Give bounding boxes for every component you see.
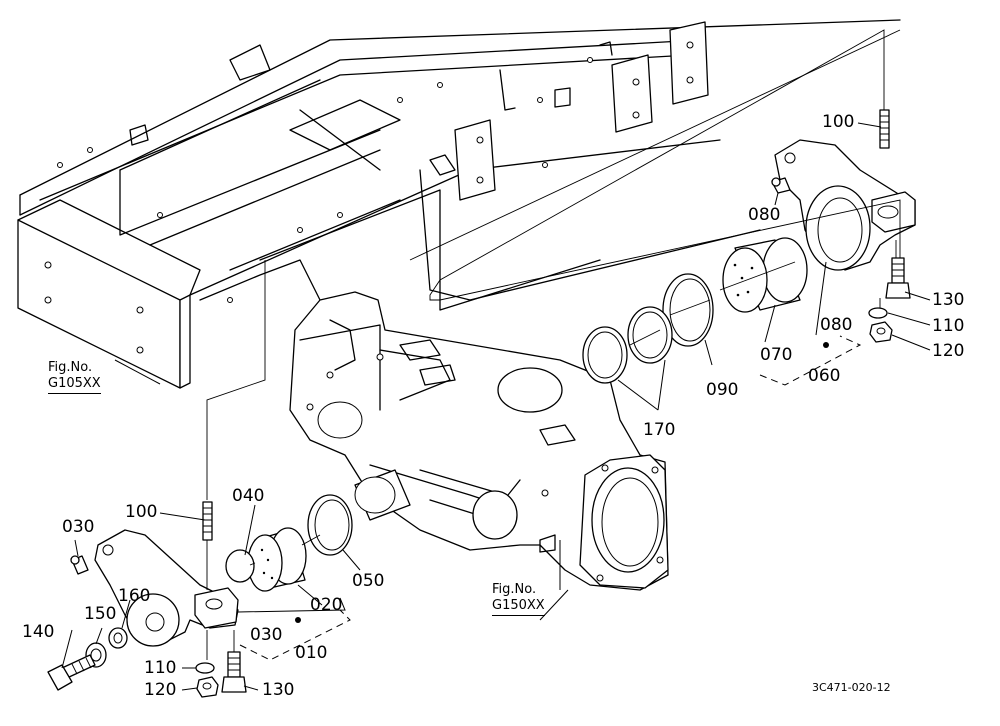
label-130-bottom: 130 bbox=[262, 680, 295, 700]
o-ring-090 bbox=[662, 273, 714, 347]
label-160: 160 bbox=[118, 586, 151, 606]
label-100-left: 100 bbox=[125, 502, 158, 522]
right-bracket-assembly bbox=[774, 139, 916, 271]
assembly-dot-010 bbox=[295, 617, 301, 623]
stud-100-right bbox=[879, 109, 890, 149]
fig-ref-frame: Fig.No. G105XX bbox=[48, 360, 101, 394]
o-ring-040 bbox=[225, 549, 255, 583]
grease-fitting-080 bbox=[771, 177, 791, 194]
bushing-020 bbox=[247, 527, 307, 592]
washer-160 bbox=[108, 627, 128, 649]
label-020: 020 bbox=[310, 595, 343, 615]
fig-ref-frame-line1: Fig.No. bbox=[48, 360, 93, 375]
fig-ref-axle-line2: G150XX bbox=[492, 598, 545, 616]
bushing-070 bbox=[722, 237, 808, 313]
label-010: 010 bbox=[295, 643, 328, 663]
label-100-right: 100 bbox=[822, 112, 855, 132]
fig-ref-frame-line2: G105XX bbox=[48, 376, 101, 394]
bolt-140 bbox=[47, 654, 96, 691]
label-080-mid: 080 bbox=[820, 315, 853, 335]
label-070: 070 bbox=[760, 345, 793, 365]
washer-110-bottom bbox=[195, 662, 215, 674]
label-050: 050 bbox=[352, 571, 385, 591]
shim-170-b bbox=[582, 326, 628, 384]
front-frame-assembly bbox=[17, 19, 901, 389]
seal-050 bbox=[307, 494, 353, 556]
label-040: 040 bbox=[232, 486, 265, 506]
label-090: 090 bbox=[706, 380, 739, 400]
label-110-bottom: 110 bbox=[144, 658, 177, 678]
label-080-top: 080 bbox=[748, 205, 781, 225]
front-axle-housing bbox=[289, 291, 669, 591]
stud-100-left bbox=[202, 501, 213, 541]
label-110-right: 110 bbox=[932, 316, 965, 336]
bolt-130-right bbox=[885, 257, 911, 299]
nut-120-right bbox=[869, 321, 893, 343]
assembly-dot-060 bbox=[823, 342, 829, 348]
fig-ref-axle-line1: Fig.No. bbox=[492, 582, 537, 597]
diagram-code: 3C471-020-12 bbox=[812, 681, 891, 694]
grease-fitting-030-left bbox=[70, 555, 89, 575]
label-120-bottom: 120 bbox=[144, 680, 177, 700]
label-170: 170 bbox=[643, 420, 676, 440]
fig-ref-axle: Fig.No. G150XX bbox=[492, 582, 545, 616]
label-120-right: 120 bbox=[932, 341, 965, 361]
label-130-right: 130 bbox=[932, 290, 965, 310]
label-140: 140 bbox=[22, 622, 55, 642]
label-060: 060 bbox=[808, 366, 841, 386]
assembly-guide-lines bbox=[206, 29, 901, 660]
nut-120-bottom bbox=[196, 676, 219, 698]
bolt-130-bottom bbox=[221, 651, 247, 693]
leader-lines bbox=[61, 122, 931, 691]
label-030-bottom: 030 bbox=[250, 625, 283, 645]
washer-110-right bbox=[868, 307, 888, 319]
left-bracket-assembly bbox=[94, 529, 239, 647]
label-150: 150 bbox=[84, 604, 117, 624]
label-030-top: 030 bbox=[62, 517, 95, 537]
